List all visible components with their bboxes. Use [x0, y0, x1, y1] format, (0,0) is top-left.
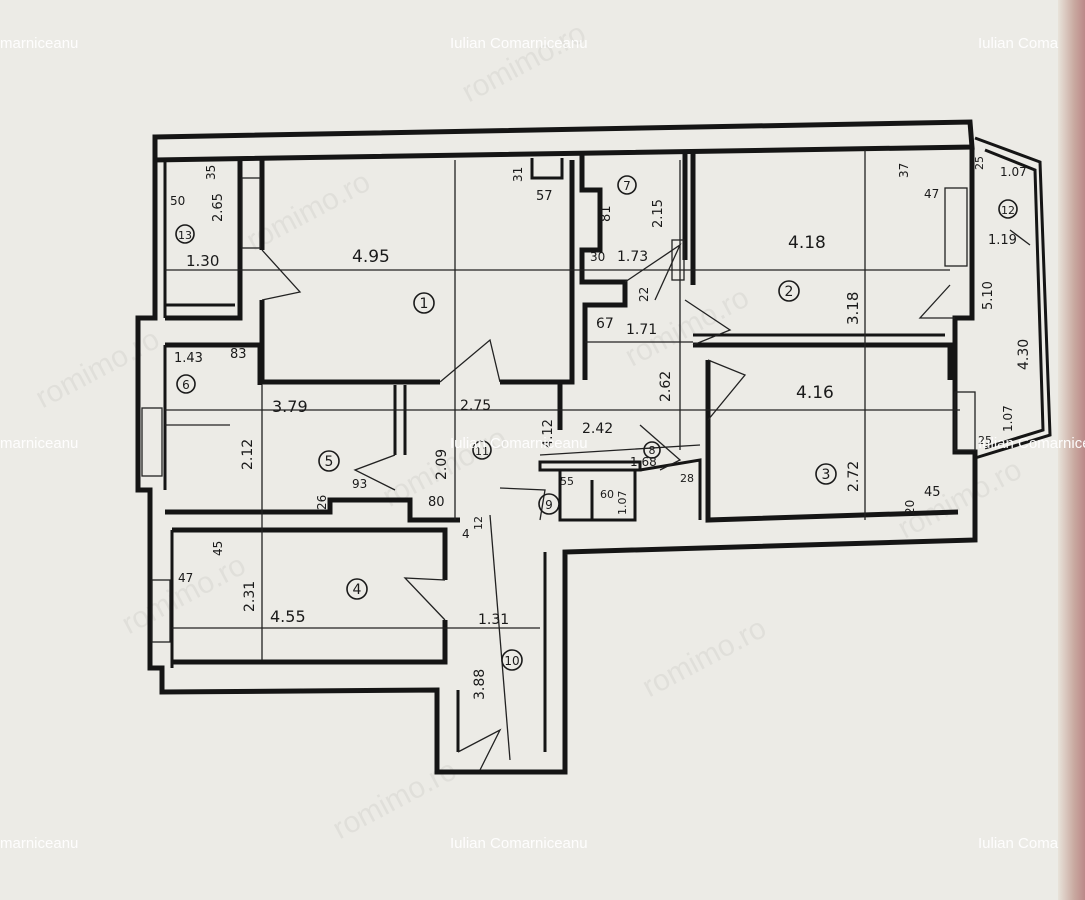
dim-label: 2.31	[242, 581, 258, 612]
dim-label: 2.65	[211, 193, 226, 222]
room-number-13: 13	[178, 229, 192, 242]
dim-label: 1.68	[630, 455, 657, 469]
dimension-lines	[165, 150, 1031, 761]
dim-label: 55	[560, 475, 574, 488]
dim-label: 2.62	[658, 371, 674, 402]
dim-label: 1.30	[186, 252, 219, 270]
dim-label: 83	[230, 347, 247, 362]
author-watermark: Iulian Comarniceanu	[450, 835, 588, 852]
dim-label: 4	[462, 527, 470, 541]
interior-walls	[165, 150, 959, 665]
room-number-11: 11	[475, 445, 489, 458]
room-number-9: 9	[545, 498, 553, 512]
dim-label: 22	[637, 287, 651, 302]
dim-label: 47	[178, 571, 193, 585]
dim-label: 2.42	[582, 421, 613, 437]
dim-label: 50	[170, 194, 185, 208]
room-number-3: 3	[822, 467, 831, 483]
dim-label: 4.16	[796, 383, 834, 403]
dim-label: 1.31	[478, 612, 509, 628]
author-watermark: marniceanu	[0, 35, 78, 52]
dim-label: 25	[978, 434, 992, 447]
room-number-5: 5	[325, 454, 334, 470]
room-markers	[175, 175, 1018, 671]
dim-label: 1.19	[988, 233, 1017, 248]
dim-label: 60	[600, 488, 614, 501]
site-watermark: romimo.ro	[116, 548, 251, 641]
dim-label: 2.15	[651, 199, 666, 228]
dim-label: 25	[973, 156, 986, 170]
room-number-2: 2	[785, 284, 794, 300]
dim-label: 1.71	[626, 322, 657, 338]
site-watermark: romimo.ro	[456, 17, 591, 110]
author-watermarks: marniceanu Iulian Comarniceanu Iulian Co…	[0, 35, 1085, 852]
dim-label: 1.43	[174, 351, 203, 366]
dim-label: 57	[536, 189, 553, 204]
dim-label: 4.18	[788, 233, 826, 253]
dim-label: 4.95	[352, 247, 390, 267]
dim-label: 4.12	[541, 419, 556, 448]
dim-label: 35	[204, 165, 218, 180]
dim-label: 81	[599, 205, 614, 222]
dim-label: 4.30	[1016, 339, 1032, 370]
dim-label: 1.07	[616, 491, 629, 516]
room-number-4: 4	[353, 582, 362, 598]
dim-label: 37	[897, 163, 911, 178]
dim-label: 45	[924, 485, 941, 500]
room-number-12: 12	[1001, 204, 1015, 217]
room-number-1: 1	[420, 296, 429, 312]
photo-edge	[1058, 0, 1085, 900]
dim-label: 93	[352, 477, 367, 491]
dim-label: 4.55	[270, 607, 306, 626]
dim-label: 2.72	[846, 461, 862, 492]
dim-label: 5.10	[981, 281, 996, 310]
dim-label: 3.18	[844, 292, 862, 325]
dim-label: 3.79	[272, 397, 308, 416]
dim-label: 1.07	[1000, 165, 1027, 179]
site-watermark: romimo.ro	[30, 322, 165, 415]
author-watermark: Iulian Comarniceanu	[450, 35, 588, 52]
dim-label: 1.07	[1001, 405, 1015, 432]
author-watermark: marniceanu	[0, 835, 78, 852]
room-number-10: 10	[504, 654, 519, 668]
room-number-7: 7	[623, 179, 631, 193]
author-watermark: marniceanu	[0, 435, 78, 452]
author-watermark: Iulian Comarniceanu	[978, 435, 1085, 452]
site-watermark: romimo.ro	[892, 453, 1027, 546]
dim-label: 67	[596, 316, 614, 332]
dimension-labels: 1.30 2.65 50 35 4.95 31 57 81 2.15 30 1.…	[170, 156, 1032, 700]
dim-label: 3.88	[472, 669, 488, 700]
dim-label: 31	[511, 167, 525, 182]
room-number-labels: 1 2 3 4 5 6 7 8 9 10 11 12 13	[178, 179, 1015, 668]
author-watermark: Iulian Coma	[978, 835, 1059, 852]
site-watermark: romimo.ro	[327, 753, 462, 846]
dim-label: 2.09	[434, 449, 450, 480]
dim-label: 12	[472, 516, 485, 530]
dim-label: 26	[315, 495, 329, 510]
dim-label: 47	[924, 187, 939, 201]
dim-label: 28	[680, 472, 694, 485]
dim-label: 20	[903, 500, 917, 515]
site-watermark: romimo.ro	[637, 611, 772, 704]
dim-label: 45	[211, 541, 225, 556]
dim-label: 1.73	[617, 249, 648, 265]
room-number-6: 6	[182, 378, 190, 392]
windows	[141, 177, 976, 643]
author-watermark: Iulian Comarniceanu	[450, 435, 588, 452]
dim-label: 80	[428, 495, 445, 510]
dim-label: 2.75	[460, 398, 491, 414]
author-watermark: Iulian Coma	[978, 35, 1059, 52]
room-number-8: 8	[649, 444, 656, 457]
dim-label: 2.12	[240, 439, 256, 470]
dim-label: 30	[590, 250, 605, 264]
